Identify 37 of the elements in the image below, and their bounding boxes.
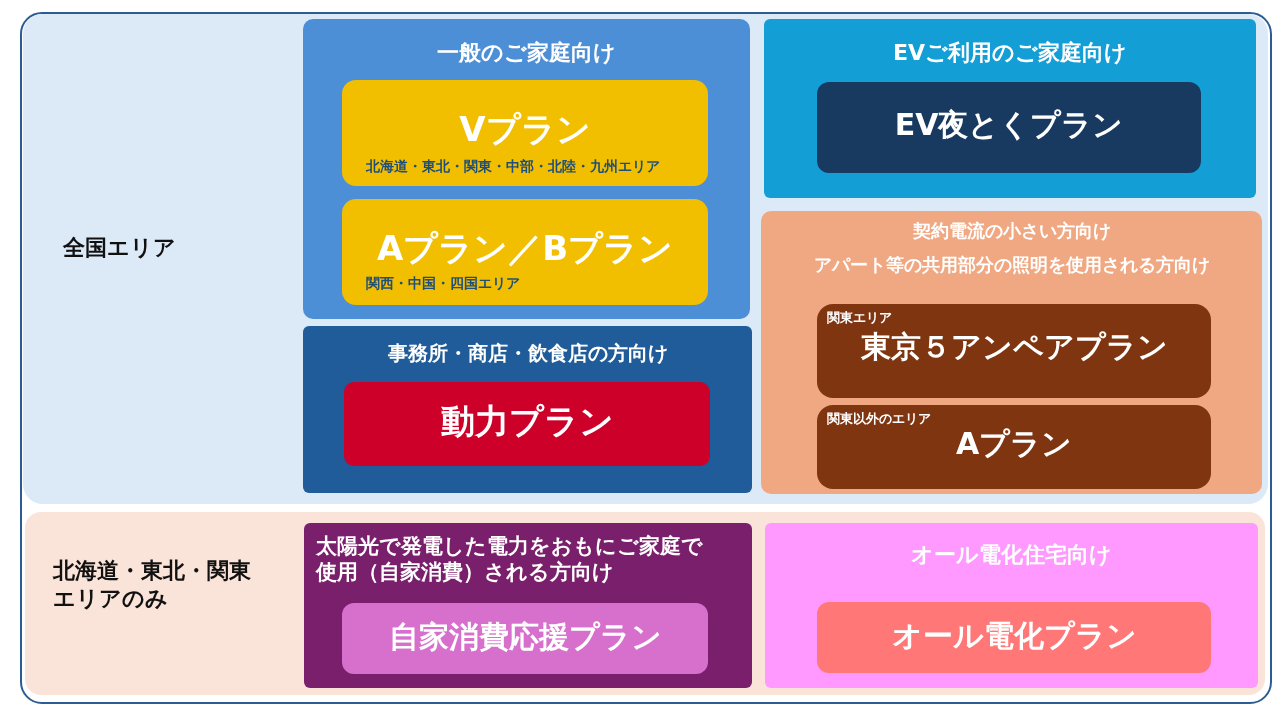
plan-box (342, 80, 708, 186)
group-panel (761, 211, 1262, 494)
plan-box (344, 382, 710, 466)
plan-box (817, 82, 1201, 173)
group-heading: 一般のご家庭向け (436, 39, 617, 67)
plan-name: 自家消費応援プラン (387, 618, 663, 656)
plan-box (817, 304, 1211, 398)
group-heading: 契約電流の小さい方向け (911, 220, 1112, 243)
plan-name: Aプラン (954, 425, 1074, 463)
plan-name: Aプラン／Bプラン (375, 227, 675, 270)
plan-box (342, 603, 708, 674)
group-heading: 太陽光で発電した電力をおもにご家庭で使用（自家消費）される方向け (316, 533, 704, 586)
area-note: 関東以外のエリア (827, 411, 931, 428)
area-note: 北海道・東北・関東・中部・北陸・九州エリア (366, 158, 660, 176)
band-label: 全国エリア (63, 234, 176, 262)
group-panel (764, 19, 1256, 198)
plan-name: オール電化プラン (890, 617, 1138, 655)
group-heading: アパート等の共用部分の照明を使用される方向け (812, 254, 1211, 277)
plan-box (817, 602, 1211, 673)
group-panel (303, 326, 752, 493)
area-band (25, 512, 1265, 695)
area-note: 関東エリア (827, 310, 892, 327)
group-panel (303, 19, 750, 319)
plan-name: 動力プラン (439, 400, 615, 443)
plan-box (817, 405, 1211, 489)
area-note: 関西・中国・四国エリア (366, 275, 520, 293)
group-heading: EVご利用のご家庭向け (891, 39, 1129, 67)
band-label: 北海道・東北・関東エリアのみ (53, 557, 252, 612)
group-heading: 事務所・商店・飲食店の方向け (386, 341, 669, 366)
group-panel (304, 523, 752, 688)
plan-name: EV夜とくプラン (893, 106, 1125, 144)
plan-box (342, 199, 708, 305)
group-heading: オール電化住宅向け (910, 541, 1113, 569)
group-panel (765, 523, 1258, 688)
plan-name: 東京５アンペアプラン (859, 328, 1169, 366)
plan-name: Vプラン (458, 108, 592, 151)
area-band (23, 14, 1268, 504)
